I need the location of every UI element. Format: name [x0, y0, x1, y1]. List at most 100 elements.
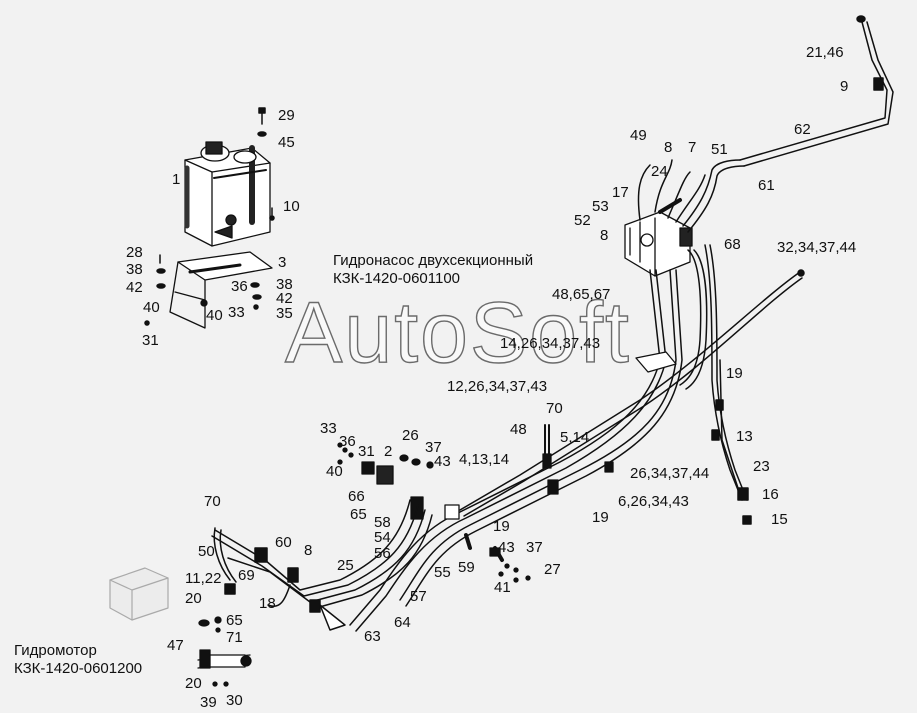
callout-43: 43 — [434, 453, 451, 470]
callout-60: 60 — [275, 534, 292, 551]
autosoft-watermark: AutoSoft — [284, 285, 631, 381]
hydraulic-motor — [109, 567, 169, 621]
callout-19: 19 — [592, 509, 609, 526]
callout-4-13-14: 4,13,14 — [459, 451, 510, 468]
callout-42: 42 — [276, 290, 293, 307]
callout-8: 8 — [664, 139, 673, 156]
callout-41: 41 — [494, 579, 511, 596]
motor-supply-lines — [211, 499, 433, 631]
pump-pressure-lines — [637, 15, 894, 233]
line-clamps — [376, 351, 677, 520]
callout-2: 2 — [384, 443, 393, 460]
callout-23: 23 — [753, 458, 770, 475]
callout-52: 52 — [574, 212, 591, 229]
callout-56: 56 — [374, 545, 391, 562]
callout-31: 31 — [142, 332, 159, 349]
callout-19: 19 — [493, 518, 510, 535]
callout-48-65-67: 48,65,67 — [552, 286, 611, 303]
callout-38: 38 — [276, 276, 293, 293]
callout-32-34-37-44: 32,34,37,44 — [777, 239, 857, 256]
pump-caption-line1: Гидронасос двухсекционный — [333, 252, 534, 269]
motor-fittings — [197, 616, 252, 687]
motor-caption-line2: КЗК-1420-0601200 — [14, 660, 143, 677]
motor-caption-line1: Гидромотор — [14, 642, 97, 659]
callout-59: 59 — [458, 559, 475, 576]
callout-24: 24 — [651, 163, 668, 180]
callout-40: 40 — [143, 299, 160, 316]
callout-9: 9 — [840, 78, 849, 95]
callout-6-26-34-43: 6,26,34,43 — [618, 493, 689, 510]
callout-30: 30 — [226, 692, 243, 709]
callout-51: 51 — [711, 141, 728, 158]
callout-65: 65 — [226, 612, 243, 629]
callout-12-26-34-37-43: 12,26,34,37,43 — [447, 378, 548, 395]
return-line — [459, 269, 805, 517]
callout-66: 66 — [348, 488, 365, 505]
callout-47: 47 — [167, 637, 184, 654]
callout-14-26-34-37-43: 14,26,34,37,43 — [500, 335, 601, 352]
callout-40: 40 — [326, 463, 343, 480]
callout-33: 33 — [320, 420, 337, 437]
callout-70: 70 — [546, 400, 563, 417]
oil-tank — [184, 141, 271, 247]
tank-bracket — [169, 251, 273, 329]
small-fittings — [337, 442, 531, 583]
callout-31: 31 — [358, 443, 375, 460]
callout-17: 17 — [612, 184, 629, 201]
callout-40: 40 — [206, 307, 223, 324]
callout-42: 42 — [126, 279, 143, 296]
callout-58: 58 — [374, 514, 391, 531]
callout-18: 18 — [259, 595, 276, 612]
callout-71: 71 — [226, 629, 243, 646]
pump-caption-line2: КЗК-1420-0601100 — [333, 270, 461, 287]
callout-70: 70 — [204, 493, 221, 510]
callout-61: 61 — [758, 177, 775, 194]
callout-16: 16 — [762, 486, 779, 503]
callout-19: 19 — [726, 365, 743, 382]
pump-caption: Гидронасос двухсекционный КЗК-1420-06011… — [333, 252, 533, 288]
callout-20: 20 — [185, 590, 202, 607]
callout-43: 43 — [498, 539, 515, 556]
callout-13: 13 — [736, 428, 753, 445]
callout-37: 37 — [425, 439, 442, 456]
callout-15: 15 — [771, 511, 788, 528]
tank-fasteners — [144, 107, 275, 326]
callout-10: 10 — [283, 198, 300, 215]
callout-28: 28 — [126, 244, 143, 261]
callout-1: 1 — [172, 171, 181, 188]
callout-26: 26 — [402, 427, 419, 444]
motor-caption: Гидромотор КЗК-1420-0601200 — [14, 642, 142, 678]
callout-5-14: 5,14 — [560, 429, 590, 446]
callout-49: 49 — [630, 127, 647, 144]
callout-55: 55 — [434, 564, 451, 581]
callout-57: 57 — [410, 588, 427, 605]
callout-65: 65 — [350, 506, 367, 523]
callout-38: 38 — [126, 261, 143, 278]
callout-20: 20 — [185, 675, 202, 692]
callout-21-46: 21,46 — [806, 44, 844, 61]
callout-26-34-37-44: 26,34,37,44 — [630, 465, 710, 482]
callout-7: 7 — [688, 139, 697, 156]
callout-36: 36 — [231, 278, 248, 295]
callout-48: 48 — [510, 421, 527, 438]
callout-64: 64 — [394, 614, 411, 631]
main-pressure-lines — [349, 244, 752, 632]
callout-27: 27 — [544, 561, 561, 578]
callout-69: 69 — [238, 567, 255, 584]
hydraulic-pump — [624, 198, 693, 277]
callout-68: 68 — [724, 236, 741, 253]
callout-36: 36 — [339, 433, 356, 450]
callout-63: 63 — [364, 628, 381, 645]
callout-3: 3 — [278, 254, 287, 271]
callout-53: 53 — [592, 198, 609, 215]
callout-62: 62 — [794, 121, 811, 138]
callout-33: 33 — [228, 304, 245, 321]
callout-50: 50 — [198, 543, 215, 560]
callout-8: 8 — [600, 227, 609, 244]
callout-54: 54 — [374, 529, 391, 546]
callout-35: 35 — [276, 305, 293, 322]
callout-45: 45 — [278, 134, 295, 151]
callout-37: 37 — [526, 539, 543, 556]
callout-25: 25 — [337, 557, 354, 574]
